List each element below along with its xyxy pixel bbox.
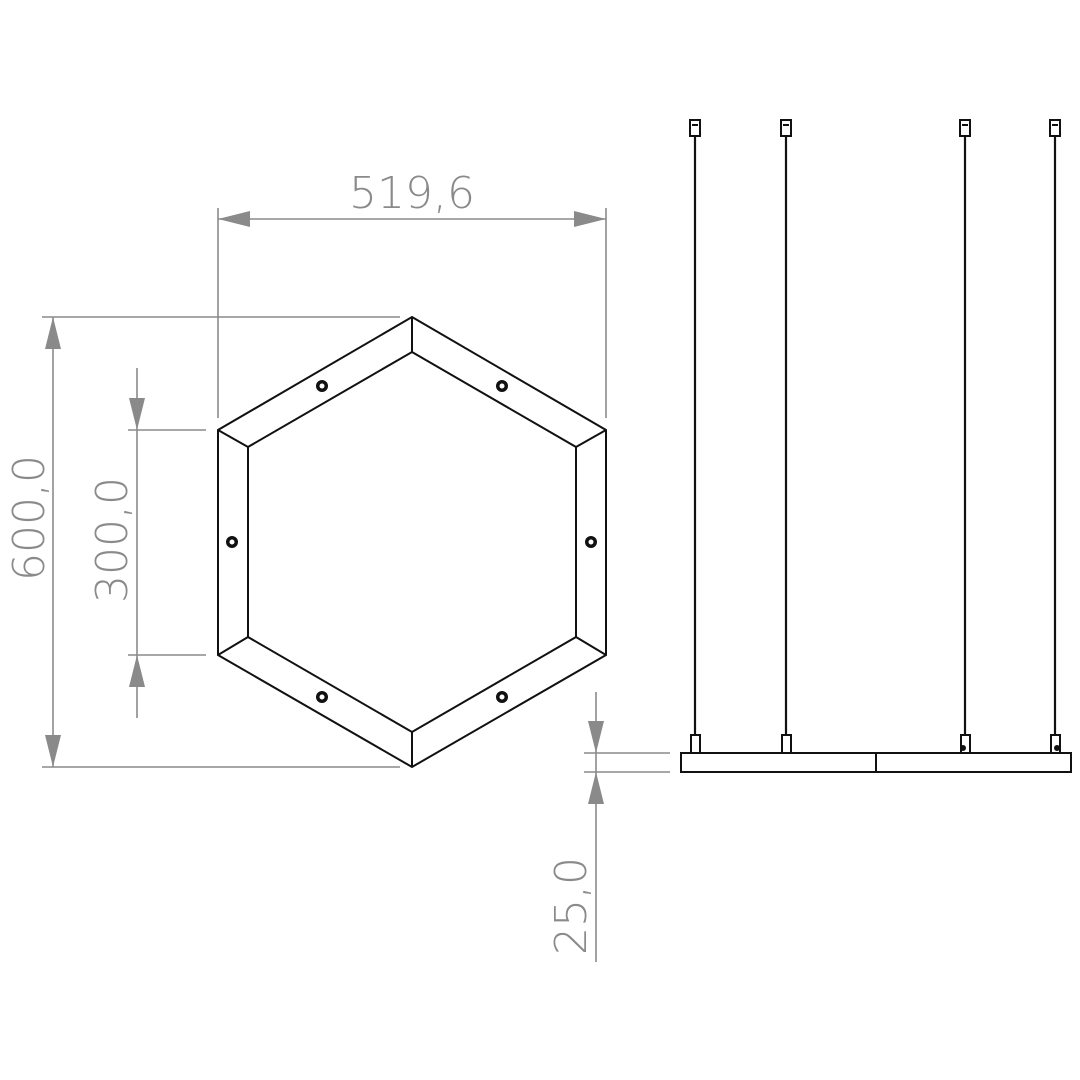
hexagon-view	[217, 315, 607, 769]
width-dimension-label: 519,6	[349, 168, 475, 219]
screw-icon	[585, 536, 597, 548]
screw-icon	[496, 380, 508, 392]
suspension-wire	[959, 119, 971, 754]
suspension-wire	[1049, 119, 1061, 754]
thickness-dimension-label: 25,0	[546, 857, 597, 955]
screw-icon	[316, 691, 328, 703]
suspension-wire	[780, 119, 792, 754]
screw-icon	[226, 536, 238, 548]
screw-icon	[496, 691, 508, 703]
side-length-dimension-label: 300,0	[87, 477, 138, 603]
height-dimension-label: 600,0	[4, 455, 55, 581]
screw-icon	[316, 380, 328, 392]
thickness-dimension: 25,0	[546, 692, 670, 962]
height-dimension: 600,0	[4, 316, 400, 768]
width-dimension: 519,6	[217, 168, 607, 418]
side-view	[680, 119, 1072, 773]
suspension-wire	[689, 119, 701, 754]
hexagon-inner-edge	[247, 350, 577, 734]
hexagon-outer-edge	[217, 315, 607, 769]
hexagon-corner-lines	[217, 317, 607, 767]
side-length-dimension: 300,0	[87, 368, 206, 718]
